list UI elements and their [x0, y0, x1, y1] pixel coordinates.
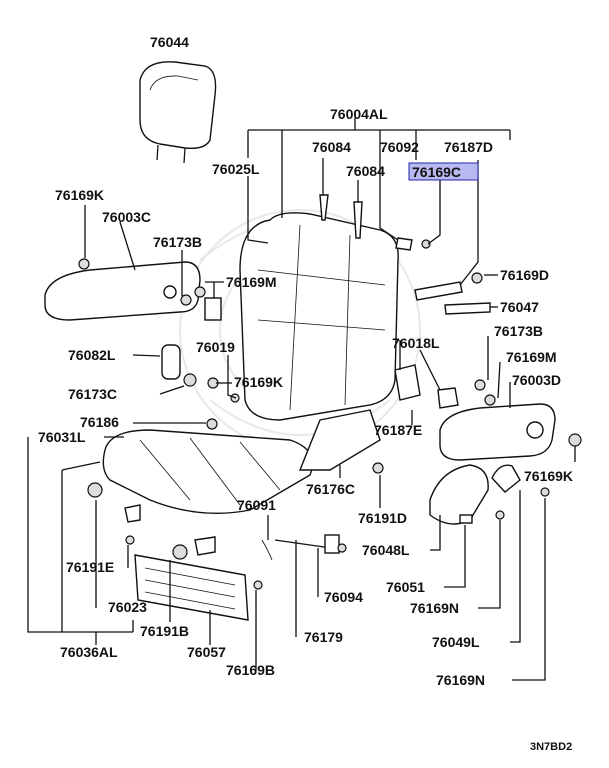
label-76091[interactable]: 76091 [237, 497, 276, 513]
rail-part[interactable] [134, 554, 249, 621]
label-76036AL[interactable]: 76036AL [60, 644, 118, 660]
label-76169D[interactable]: 76169D [500, 267, 549, 283]
label-76047[interactable]: 76047 [500, 299, 539, 315]
label-76023[interactable]: 76023 [108, 599, 147, 615]
leader-lines [27, 118, 576, 681]
label-76187D[interactable]: 76187D [444, 139, 493, 155]
cushion-part[interactable] [102, 429, 314, 515]
recliner-cover-part[interactable] [429, 464, 489, 525]
label-76169K-b[interactable]: 76169K [234, 374, 283, 390]
label-76019[interactable]: 76019 [196, 339, 235, 355]
label-76003C[interactable]: 76003C [102, 209, 151, 225]
label-76176C[interactable]: 76176C [306, 481, 355, 497]
label-76169K-c[interactable]: 76169K [524, 468, 573, 484]
armrest-left-part[interactable] [44, 261, 201, 321]
seatback-part[interactable] [239, 212, 399, 421]
part-labels: 76044 76004AL 76084 76092 76187D 76025L … [38, 34, 573, 753]
label-76191E[interactable]: 76191E [66, 559, 114, 575]
label-76173B-a[interactable]: 76173B [153, 234, 202, 250]
label-76044[interactable]: 76044 [150, 34, 189, 50]
label-76169N-a[interactable]: 76169N [410, 600, 459, 616]
label-76049L[interactable]: 76049L [432, 634, 480, 650]
label-76084-b[interactable]: 76084 [346, 163, 385, 179]
label-76169B[interactable]: 76169B [226, 662, 275, 678]
label-76191D[interactable]: 76191D [358, 510, 407, 526]
label-76051[interactable]: 76051 [386, 579, 425, 595]
label-76048L[interactable]: 76048L [362, 542, 410, 558]
label-76173B-b[interactable]: 76173B [494, 323, 543, 339]
label-76186[interactable]: 76186 [80, 414, 119, 430]
label-76003D[interactable]: 76003D [512, 372, 561, 388]
armrest-right-part[interactable] [439, 403, 556, 461]
label-76092[interactable]: 76092 [380, 139, 419, 155]
label-76082L[interactable]: 76082L [68, 347, 116, 363]
label-76169N-b[interactable]: 76169N [436, 672, 485, 688]
label-76173C[interactable]: 76173C [68, 386, 117, 402]
label-76191B[interactable]: 76191B [140, 623, 189, 639]
label-76187E[interactable]: 76187E [374, 422, 422, 438]
label-76179[interactable]: 76179 [304, 629, 343, 645]
label-76169M-b[interactable]: 76169M [506, 349, 557, 365]
fasteners [78, 194, 582, 590]
label-76169C[interactable]: 76169C [412, 164, 461, 180]
knob-part[interactable] [491, 464, 521, 493]
highlight-76169C [408, 162, 479, 181]
diagram-code: 3N7BD2 [530, 741, 572, 753]
headrest-part[interactable] [139, 61, 217, 164]
label-76031L[interactable]: 76031L [38, 429, 86, 445]
label-76018L[interactable]: 76018L [392, 335, 440, 351]
label-76004AL[interactable]: 76004AL [330, 106, 388, 122]
label-76057[interactable]: 76057 [187, 644, 226, 660]
label-76025L[interactable]: 76025L [212, 161, 260, 177]
label-76094[interactable]: 76094 [324, 589, 363, 605]
label-76084-a[interactable]: 76084 [312, 139, 351, 155]
label-76169K-a[interactable]: 76169K [55, 187, 104, 203]
label-76169M-a[interactable]: 76169M [226, 274, 277, 290]
